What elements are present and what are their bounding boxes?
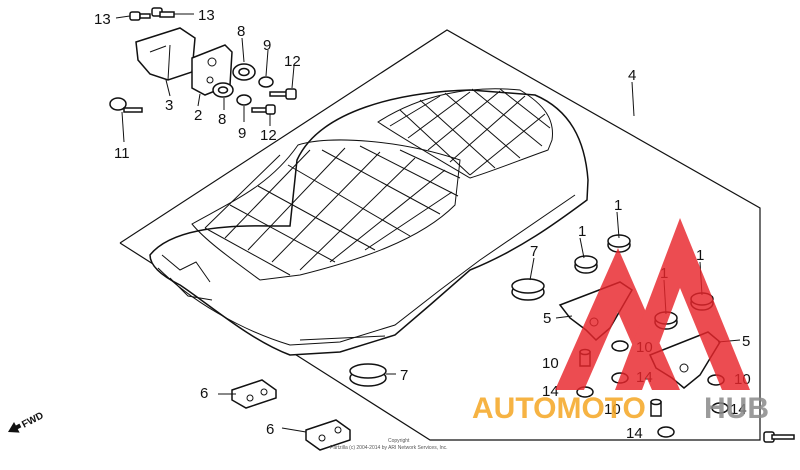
rear-seat-panel [377,88,554,179]
forward-arrow: FWD [8,410,46,433]
callout-10: 10 [542,355,559,372]
front-seat-panel [191,139,461,281]
callout-4: 4 [628,67,636,84]
callout-12: 12 [284,53,301,70]
callout-6: 6 [266,421,274,438]
bolt-12-upper [269,88,297,100]
nut-14-c [711,402,729,414]
callout-5: 5 [742,333,750,350]
nut-14-d [657,426,675,438]
collar-10-d [650,398,662,417]
seat-tongue [161,254,211,283]
front-seat-quilt [204,145,461,276]
seat-pan [149,89,589,356]
bushing-8-lower [212,82,234,98]
bracket-6-upper [231,379,277,409]
seat-underside [169,277,213,301]
watermark-logo [555,218,750,390]
copyright-line-2: Partzilla (c) 2004-2014 by ARI Network S… [330,445,448,451]
callout-1: 1 [614,197,622,214]
callout-14: 14 [626,425,643,442]
plate-2-hole [207,57,217,67]
cushion-7-lower [349,363,387,387]
bolt-13-right [151,7,175,18]
callout-7: 7 [400,367,408,384]
fwd-label: FWD [20,410,45,430]
collar-10-b [611,340,629,352]
bracket-3 [135,27,196,81]
cushion-1-a [574,255,598,274]
callout-11: 11 [114,145,130,162]
callout-9: 9 [263,37,271,54]
bolt-13-left [129,11,151,21]
callout-9: 9 [238,125,246,142]
callout-6: 6 [200,385,208,402]
rear-seat-quilt [389,88,551,176]
callout-14: 14 [730,401,747,418]
leader-lines [115,13,741,433]
collar-9-lower [236,94,252,106]
callout-8: 8 [237,23,245,40]
callout-13: 13 [198,7,215,24]
assembly-outline [119,29,761,441]
bolt-12-lower [251,104,276,115]
callout-8: 8 [218,111,226,128]
fwd-arrow-icon [8,422,22,433]
copyright-line-1: Copyright [388,438,410,444]
bracket-3-detail [149,44,171,81]
watermark-text-automoto: AUTOMOTO [472,392,646,425]
bushing-8-upper [232,63,256,81]
callout-2: 2 [194,107,202,124]
callout-1: 1 [696,247,704,264]
cushion-1-b [607,234,631,253]
callout-7: 7 [530,243,538,260]
cushion-7-upper [511,278,545,301]
seat-edge [299,335,386,341]
callout-10: 10 [604,401,621,418]
callout-14: 14 [542,383,559,400]
watermark-text-hub: HUB [704,392,769,425]
callout-3: 3 [165,97,173,114]
bracket-5-right-hole [679,363,689,373]
watermark-triangle-right [615,218,750,390]
callout-13: 13 [94,11,111,28]
bracket-6-lower [305,419,351,451]
callout-5: 5 [543,310,551,327]
callout-1: 1 [578,223,586,240]
collar-9-upper [258,76,274,88]
plate-2-hole [206,76,214,84]
callout-12: 12 [260,127,277,144]
bolt-bottom-right [763,431,795,443]
screw-11 [109,97,143,113]
